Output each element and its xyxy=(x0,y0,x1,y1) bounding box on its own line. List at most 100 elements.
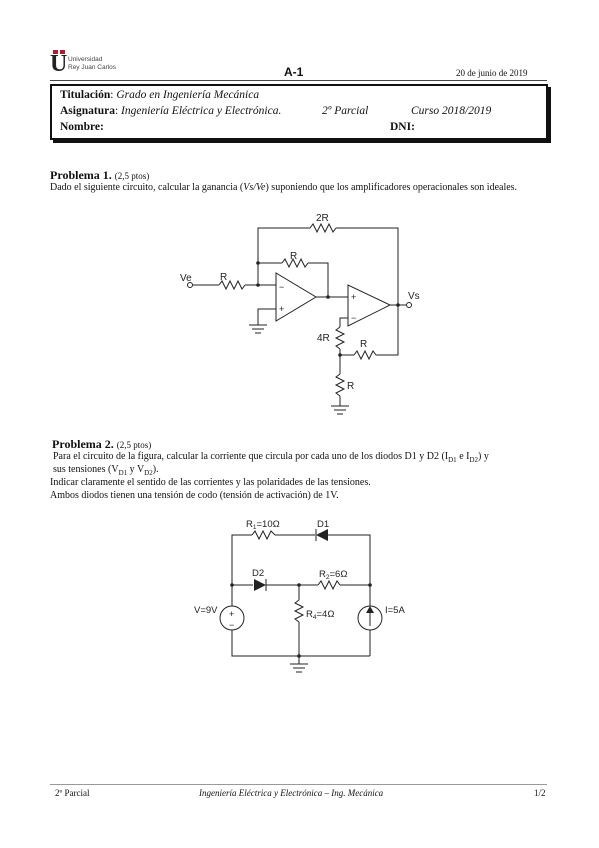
logo-text-line1: Universidad xyxy=(68,56,103,63)
node-ground xyxy=(297,654,301,658)
titulacion-row: Titulación: Grado en Ingeniería Mecánica xyxy=(60,89,260,101)
p2-line1-c: ) y xyxy=(478,451,489,462)
resistor-4r xyxy=(334,326,346,350)
problem1-statement: Dado el siguiente circuito, calcular la … xyxy=(50,181,548,194)
label-r-in: R xyxy=(220,272,227,283)
node-op1-out xyxy=(326,295,330,299)
titulacion-label: Titulación xyxy=(60,89,111,101)
resistor-r-bottom xyxy=(334,373,346,397)
op1-minus-sign: − xyxy=(279,282,284,292)
label-r-mid: R xyxy=(360,339,367,350)
info-box: Titulación: Grado en Ingeniería Mecánica… xyxy=(50,84,548,140)
resistor-r-mid xyxy=(353,349,377,361)
p2-line2-c: ). xyxy=(152,464,159,475)
node-left-mid xyxy=(230,583,234,587)
label-r1: R1=10Ω xyxy=(246,519,280,531)
label-d2: D2 xyxy=(252,568,264,579)
node-r4-top xyxy=(297,583,301,587)
problem1-heading: Problema 1. xyxy=(50,168,112,182)
wire-top-right xyxy=(328,534,371,606)
vsource-minus: − xyxy=(229,620,234,630)
problem1-text-a: Dado el siguiente circuito, calcular la … xyxy=(50,182,244,193)
university-logo: U Universidad Rey Juan Carlos xyxy=(50,50,140,78)
label-r4: R4=4Ω xyxy=(306,609,334,621)
op2-plus-sign: + xyxy=(351,292,356,302)
opamp-1 xyxy=(275,272,317,322)
logo-text-line2: Rey Juan Carlos xyxy=(68,64,117,71)
label-v: V=9V xyxy=(194,605,218,616)
terminal-ve xyxy=(187,282,193,288)
problem1-text-italic: Vs/Ve xyxy=(243,182,266,193)
resistor-r1 xyxy=(251,529,276,541)
diode-d1-triangle xyxy=(316,529,328,541)
p2-line2-a: sus tensiones (V xyxy=(53,464,119,475)
opamp-2 xyxy=(347,284,392,327)
logo-dot-left xyxy=(53,50,58,54)
node-rf-left xyxy=(256,261,260,265)
problem2-line2: sus tensiones (VD1 y VD2). xyxy=(53,463,159,480)
wire-bottom-left xyxy=(231,630,370,657)
logo-dot-right xyxy=(60,50,65,54)
resistor-r-in xyxy=(218,279,246,291)
wire-top-left xyxy=(231,534,252,606)
problem2-heading: Problema 2. xyxy=(52,437,114,451)
current-arrow-head xyxy=(366,606,374,613)
label-d1: D1 xyxy=(317,519,329,530)
wire-rf-right xyxy=(308,262,329,298)
nombre-label: Nombre: xyxy=(60,121,104,133)
footer-rule xyxy=(50,784,547,785)
footer-page-number: 1/2 xyxy=(534,788,546,798)
p2-line2-b: y V xyxy=(127,464,145,475)
p2-line2-sub-d1: D1 xyxy=(118,469,128,477)
label-ve: Ve xyxy=(180,273,192,284)
node-vs xyxy=(396,303,400,307)
resistor-rf xyxy=(281,257,309,269)
p2-line1-b: e I xyxy=(456,451,470,462)
wire-op2-minus xyxy=(339,317,348,327)
asignatura-value: Ingeniería Eléctrica y Electrónica. xyxy=(121,105,282,117)
resistor-2r xyxy=(309,222,337,234)
header-rule xyxy=(50,80,547,81)
problem2-line4: Ambos diodos tienen una tensión de codo … xyxy=(50,490,339,501)
node-right-mid xyxy=(368,583,372,587)
p2-sub-d1: D1 xyxy=(448,456,457,464)
wire-rmid-right xyxy=(376,305,399,356)
problem1-text-b: ) suponiendo que los amplificadores oper… xyxy=(265,182,518,193)
resistor-r2 xyxy=(317,579,341,591)
op1-plus-sign: + xyxy=(279,304,284,314)
asignatura-row: Asignatura: Ingeniería Eléctrica y Elect… xyxy=(60,105,492,117)
titulacion-value: Grado en Ingeniería Mecánica xyxy=(116,89,260,101)
label-i: I=5A xyxy=(385,605,405,616)
dni-label: DNI: xyxy=(390,121,415,133)
logo-letter: U xyxy=(50,51,68,77)
vsource-plus: + xyxy=(229,609,234,619)
p2-line2-sub-d2: D2 xyxy=(144,469,153,477)
p2-sub-d2: D2 xyxy=(469,456,479,464)
resistor-r4 xyxy=(293,599,305,623)
terminal-vs xyxy=(406,302,412,308)
label-2r: 2R xyxy=(316,213,329,224)
parcial-value: 2º Parcial xyxy=(322,105,369,117)
problem1-title: Problema 1. (2,5 ptos) xyxy=(50,168,149,183)
footer-center: Ingeniería Eléctrica y Electrónica – Ing… xyxy=(199,788,384,798)
diode-d2-triangle xyxy=(254,579,266,591)
node-mid xyxy=(338,353,342,357)
problem2-points: (2,5 ptos) xyxy=(116,440,152,450)
label-r-feedback: R xyxy=(290,251,297,262)
problem2-title: Problema 2. (2,5 ptos) xyxy=(52,437,151,452)
exam-date: 20 de junio de 2019 xyxy=(456,68,528,78)
wire-op1-plus xyxy=(257,308,276,325)
label-r-bottom: R xyxy=(347,381,354,392)
problem1-points: (2,5 ptos) xyxy=(114,171,150,181)
problem2-line3: Indicar claramente el sentido de las cor… xyxy=(50,477,371,488)
problem2-line1: Para el circuito de la figura, calcular … xyxy=(53,450,548,467)
op2-minus-sign: − xyxy=(351,313,356,323)
exam-code: A-1 xyxy=(284,65,304,79)
label-vs: Vs xyxy=(408,291,420,302)
label-4r: 4R xyxy=(317,333,330,344)
nombre-row: Nombre: DNI: xyxy=(60,120,540,134)
curso-value: Curso 2018/2019 xyxy=(411,105,492,117)
footer-left: 2º Parcial xyxy=(55,788,90,798)
